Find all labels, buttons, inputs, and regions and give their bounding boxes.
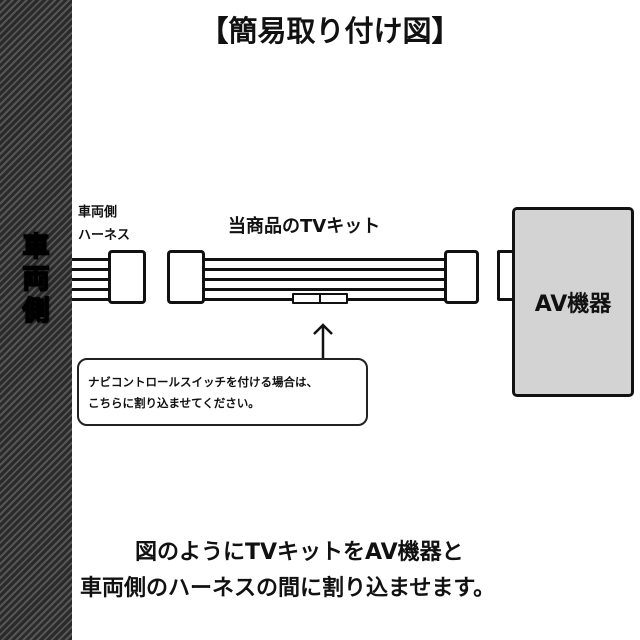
harness-connector: [108, 250, 146, 304]
av-device-label: AV機器: [534, 292, 612, 317]
arrow-up-icon: [313, 323, 333, 358]
callout-line: こちらに割り込ませてください。: [88, 396, 260, 410]
bottom-text-line-2: 車両側のハーネスの間に割り込ませます。: [80, 576, 496, 601]
wire: [204, 278, 446, 281]
wire: [204, 268, 446, 271]
harness-label: 車両側 ハーネス: [78, 201, 130, 247]
bottom-text-line-1: 図のようにTVキットをAV機器と: [135, 540, 464, 565]
callout-box: ナビコントロールスイッチを付ける場合は、 こちらに割り込ませてください。: [77, 358, 368, 426]
wire: [72, 298, 110, 301]
wire: [72, 258, 110, 261]
harness-label-line: ハーネス: [78, 228, 131, 243]
wire: [72, 288, 110, 291]
tv-kit-label: 当商品のTVキット: [228, 216, 381, 237]
kit-connector-right: [444, 250, 479, 304]
harness-label-line: 車両側: [78, 205, 118, 220]
vehicle-side-strip: [0, 0, 72, 640]
vehicle-side-label: 車両側: [22, 231, 51, 328]
callout-line: ナビコントロールスイッチを付ける場合は、: [88, 375, 318, 389]
switch-connector-right: [319, 293, 348, 304]
wire: [204, 258, 446, 261]
diagram-title: 【簡易取り付け図】: [199, 14, 461, 48]
wire: [204, 288, 446, 291]
wire: [72, 278, 110, 281]
wire: [72, 268, 110, 271]
av-device-box: AV機器: [512, 207, 634, 397]
kit-connector-left: [167, 250, 205, 304]
switch-connector-left: [292, 293, 321, 304]
